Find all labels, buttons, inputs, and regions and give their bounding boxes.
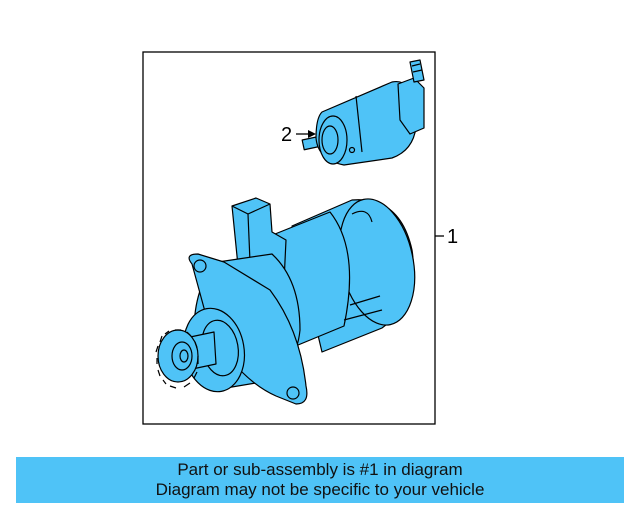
callout-2-label: 2 bbox=[281, 124, 292, 146]
callout-2[interactable]: 2 bbox=[281, 124, 316, 146]
starter-motor[interactable] bbox=[155, 192, 426, 405]
info-banner: Part or sub-assembly is #1 in diagram Di… bbox=[16, 457, 624, 503]
callout-1-label: 1 bbox=[447, 226, 458, 248]
assembly-frame bbox=[142, 51, 436, 425]
callout-1[interactable]: 1 bbox=[435, 226, 458, 248]
banner-line-1: Part or sub-assembly is #1 in diagram bbox=[177, 460, 463, 479]
solenoid-part[interactable] bbox=[301, 59, 425, 166]
banner-line-2: Diagram may not be specific to your vehi… bbox=[155, 480, 485, 499]
parts-diagram: 1 2 bbox=[142, 51, 458, 425]
